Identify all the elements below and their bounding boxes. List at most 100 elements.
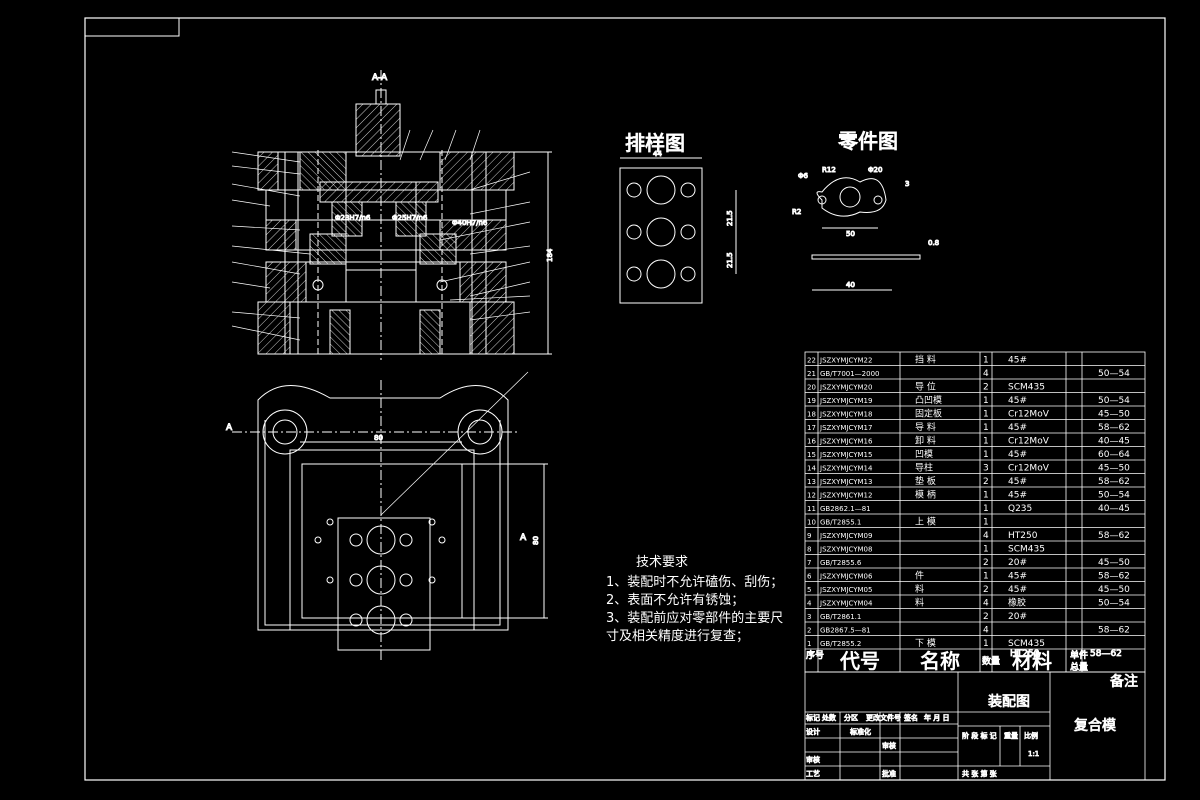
bom-header-total: 总量 [1070, 661, 1088, 673]
tb-mark: 标记 [806, 713, 820, 722]
bom-cell-code: GB/T2855.1 [820, 519, 861, 527]
die-opening-shapes [314, 518, 446, 635]
bom-cell-name: 上 模 [915, 517, 936, 528]
tb-drawing-name: 装配图 [988, 694, 1030, 710]
bom-cell-note: 45—50 [1098, 464, 1130, 474]
section-view-a-a: A-A [231, 70, 555, 360]
bom-cell-mat: 45# [1008, 572, 1027, 582]
tb-review: 审核 [882, 741, 896, 750]
tb-product: 复合模 [1074, 717, 1116, 734]
section-height-dim: 184 [546, 248, 554, 262]
part-drawing: 零件图 50 Φ6 Φ20 R12 R2 3 40 0.8 [792, 129, 940, 291]
tb-design: 设计 [806, 727, 820, 736]
bom-cell-name: 导 料 [915, 421, 936, 433]
plan-height-dim: 80 [532, 536, 540, 545]
bom-cell-qty: 1 [983, 639, 989, 649]
bom-cell-qty: 4 [983, 369, 989, 379]
bom-cell-qty: 2 [983, 383, 989, 393]
tb-stage: 阶 段 标 记 [962, 731, 997, 740]
bom-cell-qty: 1 [983, 423, 989, 433]
tb-date: 年 月 日 [924, 713, 949, 722]
fit-label-3: Φ40H7/n6 [452, 219, 488, 227]
bom-cell-mat: 45# [1008, 491, 1027, 501]
bom-cell-mat: 橡胶 [1008, 597, 1026, 609]
bom-cell-qty: 2 [983, 558, 989, 568]
layout-blanks [626, 175, 696, 289]
bom-cell-qty: 4 [983, 531, 989, 541]
bom-cell-note: 58—62 [1098, 531, 1130, 541]
view-mark-left: A [226, 423, 233, 433]
bom-cell-note: 58—62 [1098, 626, 1130, 636]
right-leaders [399, 129, 531, 321]
tb-approve: 批准 [882, 769, 896, 778]
bom-cell-note: 45—50 [1098, 410, 1130, 420]
bom-cell-mat: 45# [1008, 396, 1027, 406]
tb-count: 处数 [822, 713, 836, 722]
bom-cell-no: 2 [807, 627, 811, 635]
bom-cell-code: JSZXYMJCYM05 [819, 586, 872, 594]
bom-cell-no: 20 [807, 384, 816, 392]
bom-cell-no: 11 [807, 505, 816, 513]
bom-cell-no: 8 [807, 546, 811, 554]
tech-req-item-1: 1、装配时不允许磕伤、刮伤； [606, 574, 783, 590]
bom-cell-no: 5 [807, 586, 811, 594]
fit-label-2: Φ25H7/n6 [392, 214, 428, 222]
bom-cell-name: 凸凹模 [915, 395, 942, 406]
bom-cell-name: 卸 料 [915, 435, 936, 447]
bom-cell-code: JSZXYMJCYM04 [819, 600, 873, 608]
bom-cell-mat: HT250 [1008, 531, 1038, 541]
bom-cell-qty: 4 [983, 626, 989, 636]
bom-cell-mat: 20# [1008, 558, 1027, 568]
part-d1-dim: Φ6 [798, 172, 809, 180]
tb-check: 审核 [806, 755, 820, 764]
bom-cell-note: 58—62 [1098, 477, 1130, 487]
bom-cell-mat: 45# [1008, 356, 1027, 366]
bom-cell-code: JSZXYMJCYM12 [819, 492, 872, 500]
bom-cell-code: GB/T2855.6 [820, 559, 862, 567]
bom-cell-mat: Cr12MoV [1008, 410, 1050, 420]
bom-cell-code: JSZXYMJCYM20 [819, 384, 872, 392]
bom-cell-code: JSZXYMJCYM18 [819, 411, 872, 419]
tech-requirements: 技术要求 1、装配时不允许磕伤、刮伤； 2、表面不允许有锈蚀； 3、装配前应对零… [606, 555, 783, 644]
bom-cell-code: JSZXYMJCYM16 [819, 438, 873, 446]
bom-cell-note: 40—45 [1098, 504, 1130, 514]
bom-cell-note: 50—54 [1098, 491, 1130, 501]
tb-scale-label: 比例 [1024, 731, 1038, 740]
bom-cell-mat: Q235 [1008, 504, 1032, 514]
tb-weight: 重量 [1004, 732, 1018, 740]
bom-cell-qty: 1 [983, 572, 989, 582]
bom-cell-name: 下 模 [915, 638, 936, 649]
bom-cell-qty: 3 [983, 464, 989, 474]
bom-cell-no: 12 [807, 492, 816, 500]
bom-cell-code: JSZXYMJCYM13 [819, 478, 872, 486]
part-3-dim: 3 [905, 180, 909, 188]
tb-standard: 标准化 [850, 727, 871, 736]
bom-cell-note: 60—64 [1098, 450, 1130, 460]
bom-cell-name: 导柱 [915, 462, 933, 474]
bom-cell-qty: 1 [983, 396, 989, 406]
bom-cell-note: 50—54 [1098, 369, 1130, 379]
bom-cell-code: GB2867.5—81 [820, 627, 871, 635]
left-leaders [231, 151, 311, 341]
title-block: 标记 处数 分区 更改文件号 签名 年 月 日 设计 标准化 审核 工艺 批准 … [804, 671, 1146, 781]
layout-title: 排样图 [625, 131, 685, 155]
bom-cell-no: 6 [807, 573, 812, 581]
bom-header-mat: 材料 [1012, 649, 1052, 673]
bom-cell-name: 固定板 [915, 408, 942, 420]
part-d2-dim: Φ20 [868, 166, 882, 174]
bom-cell-qty: 2 [983, 612, 989, 622]
bom-cell-mat: Cr12MoV [1008, 437, 1050, 447]
bom-header-name: 名称 [920, 649, 960, 673]
bom-cell-qty: 2 [983, 477, 989, 487]
tb-change-doc: 更改文件号 [866, 713, 901, 722]
bom-cell-code: JSZXYMJCYM15 [819, 451, 872, 459]
bom-cell-code: GB/T2861.1 [820, 613, 861, 621]
bom-cell-name: 料 [915, 597, 924, 609]
bom-header-unit: 单件 [1070, 649, 1088, 661]
bom-cell-qty: 4 [983, 599, 989, 609]
bom-cell-no: 17 [807, 424, 816, 432]
bom-cell-qty: 1 [983, 437, 989, 447]
bom-cell-note: 58—62 [1098, 423, 1130, 433]
